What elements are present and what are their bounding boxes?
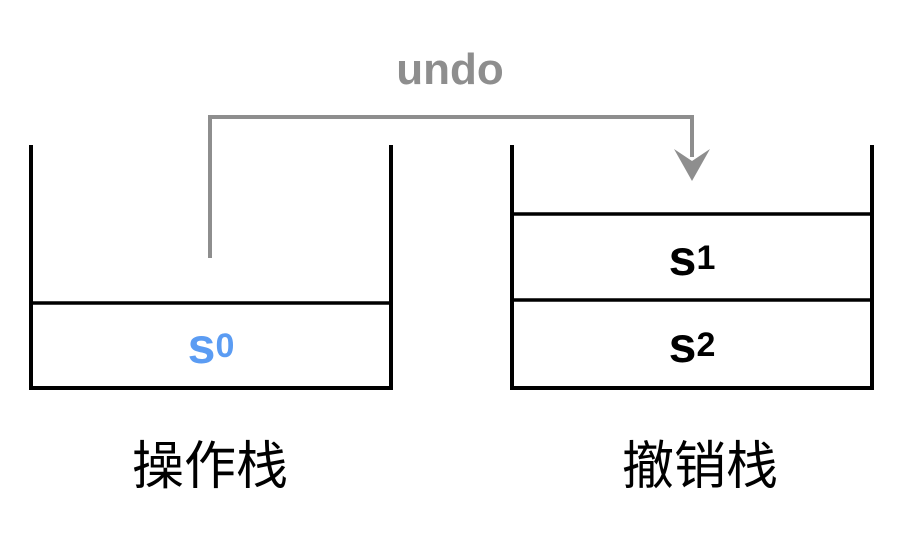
item-base-text: s <box>668 316 697 373</box>
undo-arrow-label: undo <box>396 45 504 94</box>
undo-arrow-line <box>208 115 694 258</box>
item-base-text: s <box>187 318 216 374</box>
right-stack-outline <box>510 145 874 390</box>
left-stack-caption: 操作栈 <box>131 438 288 496</box>
item-base-text: s <box>668 229 697 286</box>
right-stack-caption: 撤销栈 <box>621 438 778 496</box>
undo-arrow-head-icon <box>674 149 710 181</box>
left-stack-outline <box>29 145 393 390</box>
